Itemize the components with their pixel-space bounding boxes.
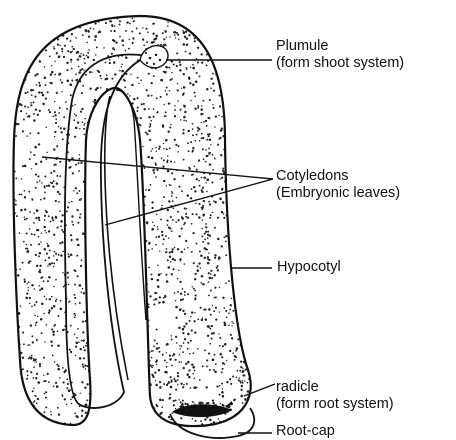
plumule-label-line2: (form shoot system) <box>276 55 404 72</box>
hypocotyl-label: Hypocotyl <box>277 259 341 276</box>
cotyledons-label: Cotyledons (Embryonic leaves) <box>276 168 400 202</box>
rootcap-label-line1: Root-cap <box>276 423 335 440</box>
inner-slit-line-2 <box>116 90 146 320</box>
radicle-label-line2: (form root system) <box>276 396 394 413</box>
radicle-label: radicle (form root system) <box>276 379 394 413</box>
rootcap-label: Root-cap <box>276 423 335 440</box>
hypocotyl-label-line1: Hypocotyl <box>277 259 341 276</box>
inner-slit-line <box>105 96 128 380</box>
plumule-label-line1: Plumule <box>276 38 404 55</box>
cotyledon-pointer-left <box>42 157 273 179</box>
cotyledon-outline <box>65 55 148 408</box>
plumule-bud <box>140 46 168 68</box>
embryo-stipple <box>9 9 261 431</box>
cotyledons-label-line1: Cotyledons <box>276 168 400 185</box>
plumule-label: Plumule (form shoot system) <box>276 38 404 72</box>
radicle-label-line1: radicle <box>276 379 394 396</box>
radicle-pointer <box>244 384 275 396</box>
cotyledons-label-line2: (Embryonic leaves) <box>276 185 400 202</box>
